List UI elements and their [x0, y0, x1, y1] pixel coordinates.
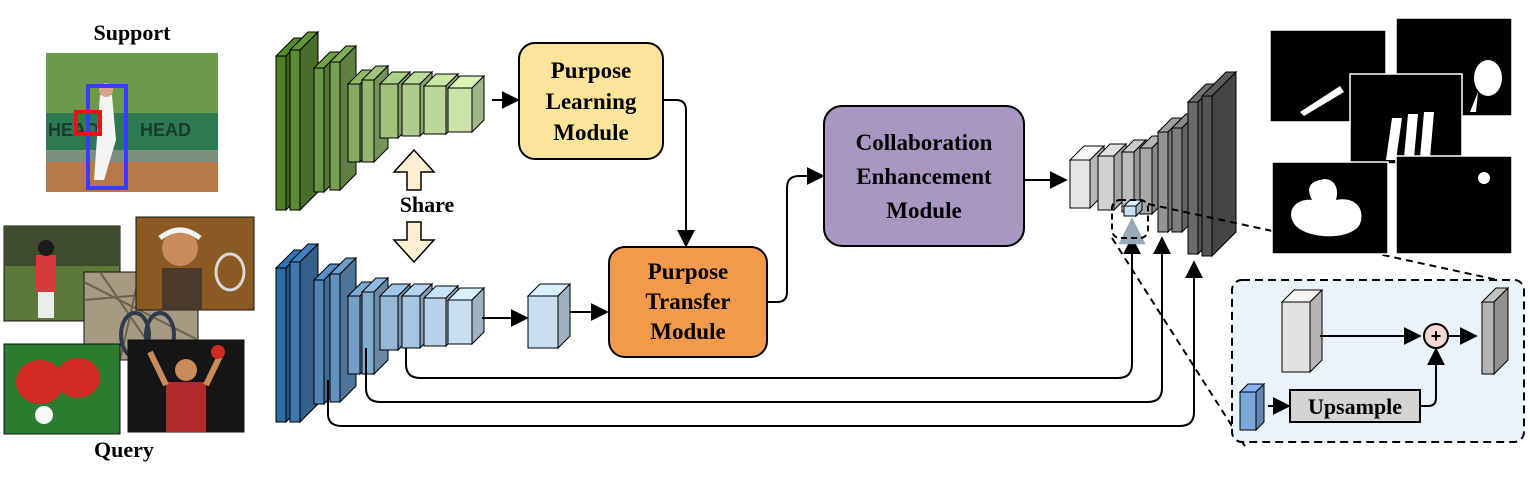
query-feature-cube: [526, 282, 572, 350]
decoder-layer: [1200, 70, 1238, 258]
inset-arrow-up: [1420, 347, 1445, 407]
query-images: [3, 216, 255, 435]
share-label: Share: [400, 192, 455, 217]
purpose-learning-line-2: Learning: [546, 89, 637, 114]
purpose-learning-module: Purpose Learning Module: [518, 42, 664, 160]
support-image: HEAD HEAD: [46, 53, 218, 192]
support-encoder-layer: [446, 74, 486, 134]
svg-text:HEAD: HEAD: [140, 120, 191, 140]
collaboration-enhancement-module: Collaboration Enhancement Module: [823, 105, 1025, 247]
arrow-transfer-to-collab: [767, 167, 825, 303]
purpose-learning-line-3: Module: [553, 120, 628, 145]
arrow-learning-to-transfer: [663, 99, 695, 248]
zoom-line-left: [1111, 237, 1247, 449]
upsample-inset: + Upsample: [1231, 279, 1525, 443]
inset-decoder-block: [1280, 288, 1324, 374]
purpose-transfer-module: Purpose Transfer Module: [608, 246, 768, 358]
purpose-transfer-line-3: Module: [650, 319, 725, 344]
inset-output-feature: [1480, 286, 1510, 376]
support-bbox: [86, 84, 128, 190]
collaboration-line-3: Module: [886, 198, 961, 223]
query-encoder-layer: [446, 286, 486, 346]
support-target-box: [74, 110, 102, 136]
inset-skip-feature: [1238, 382, 1266, 432]
query-encoder: [274, 242, 486, 424]
add-node-symbol: +: [1431, 326, 1442, 346]
inset-decoder-feature: [1280, 288, 1324, 374]
query-label: Query: [94, 437, 154, 462]
skip-connection-2: [365, 236, 1171, 403]
support-encoder: [274, 30, 486, 212]
query-feature-block: [526, 282, 572, 350]
share-double-arrow-icon: [392, 148, 436, 264]
collaboration-line-2: Enhancement: [856, 164, 992, 189]
purpose-transfer-line-1: Purpose: [648, 259, 729, 284]
purpose-learning-line-1: Purpose: [551, 58, 632, 83]
inset-skip-block: [1238, 382, 1266, 432]
upsample-label: Upsample: [1308, 394, 1402, 419]
upsample-box: [1289, 389, 1421, 423]
skip-connection-3: [327, 260, 1203, 427]
decoder: [1068, 70, 1238, 258]
skip-connection-1: [405, 236, 1141, 379]
connectors: [327, 91, 1203, 427]
svg-text:HEAD: HEAD: [48, 120, 99, 140]
output-masks: [1269, 17, 1513, 255]
inset-output-block: [1480, 286, 1510, 376]
decoder-highlight-layer: [1122, 198, 1144, 218]
collaboration-line-1: Collaboration: [856, 130, 993, 155]
highlight-box: [1111, 199, 1149, 239]
support-label: Support: [93, 20, 171, 45]
purpose-transfer-line-2: Transfer: [645, 289, 730, 314]
